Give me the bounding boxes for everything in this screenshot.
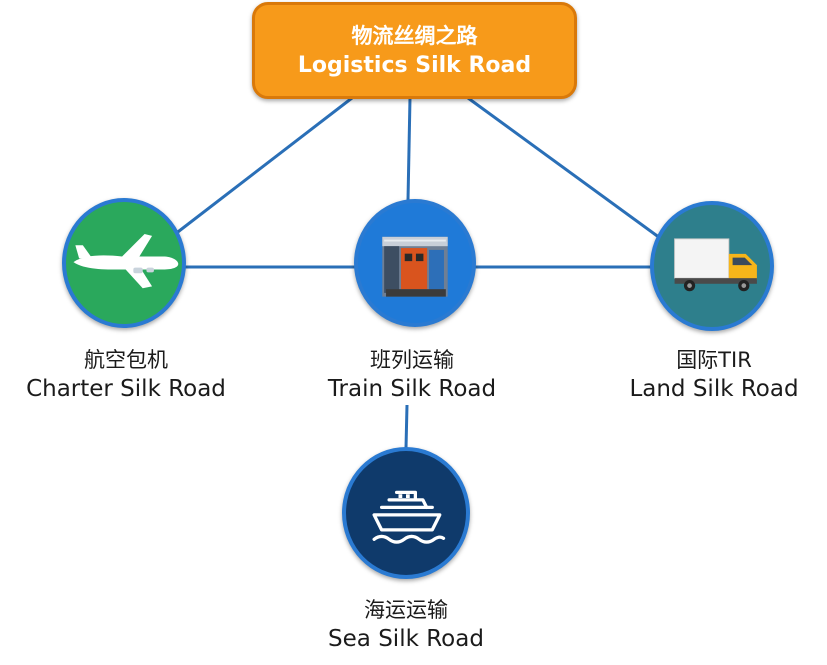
- line-title-to-land: [467, 96, 661, 240]
- land-label: 国际TIR Land Silk Road: [598, 346, 827, 404]
- sea-label: 海运运输 Sea Silk Road: [290, 596, 522, 654]
- title-english: Logistics Silk Road: [297, 52, 532, 78]
- train-photo-icon: [382, 236, 448, 297]
- line-train-to-sea: [404, 404, 409, 449]
- charter-label-en: Charter Silk Road: [26, 376, 226, 402]
- sea-label-zh: 海运运输: [364, 598, 448, 622]
- train-label-zh: 班列运输: [370, 348, 454, 372]
- line-title-to-charter: [169, 96, 353, 240]
- airplane-icon: [73, 234, 179, 289]
- train-label: 班列运输 Train Silk Road: [296, 346, 528, 404]
- land-label-en: Land Silk Road: [629, 376, 799, 402]
- truck-icon: [674, 238, 757, 292]
- charter-label: 航空包机 Charter Silk Road: [10, 346, 242, 404]
- train-label-en: Train Silk Road: [327, 376, 497, 402]
- charter-circle: [62, 198, 186, 328]
- title-chinese: 物流丝绸之路: [351, 23, 478, 48]
- land-label-zh: 国际TIR: [676, 348, 752, 372]
- ship-icon: [372, 490, 446, 544]
- sea-circle: [342, 447, 470, 579]
- train-circle: [354, 199, 476, 327]
- land-circle: [650, 201, 774, 331]
- line-title-to-train: [406, 97, 412, 201]
- charter-label-zh: 航空包机: [84, 348, 168, 372]
- sea-label-en: Sea Silk Road: [328, 626, 484, 652]
- title-box: 物流丝绸之路 Logistics Silk Road: [252, 2, 577, 99]
